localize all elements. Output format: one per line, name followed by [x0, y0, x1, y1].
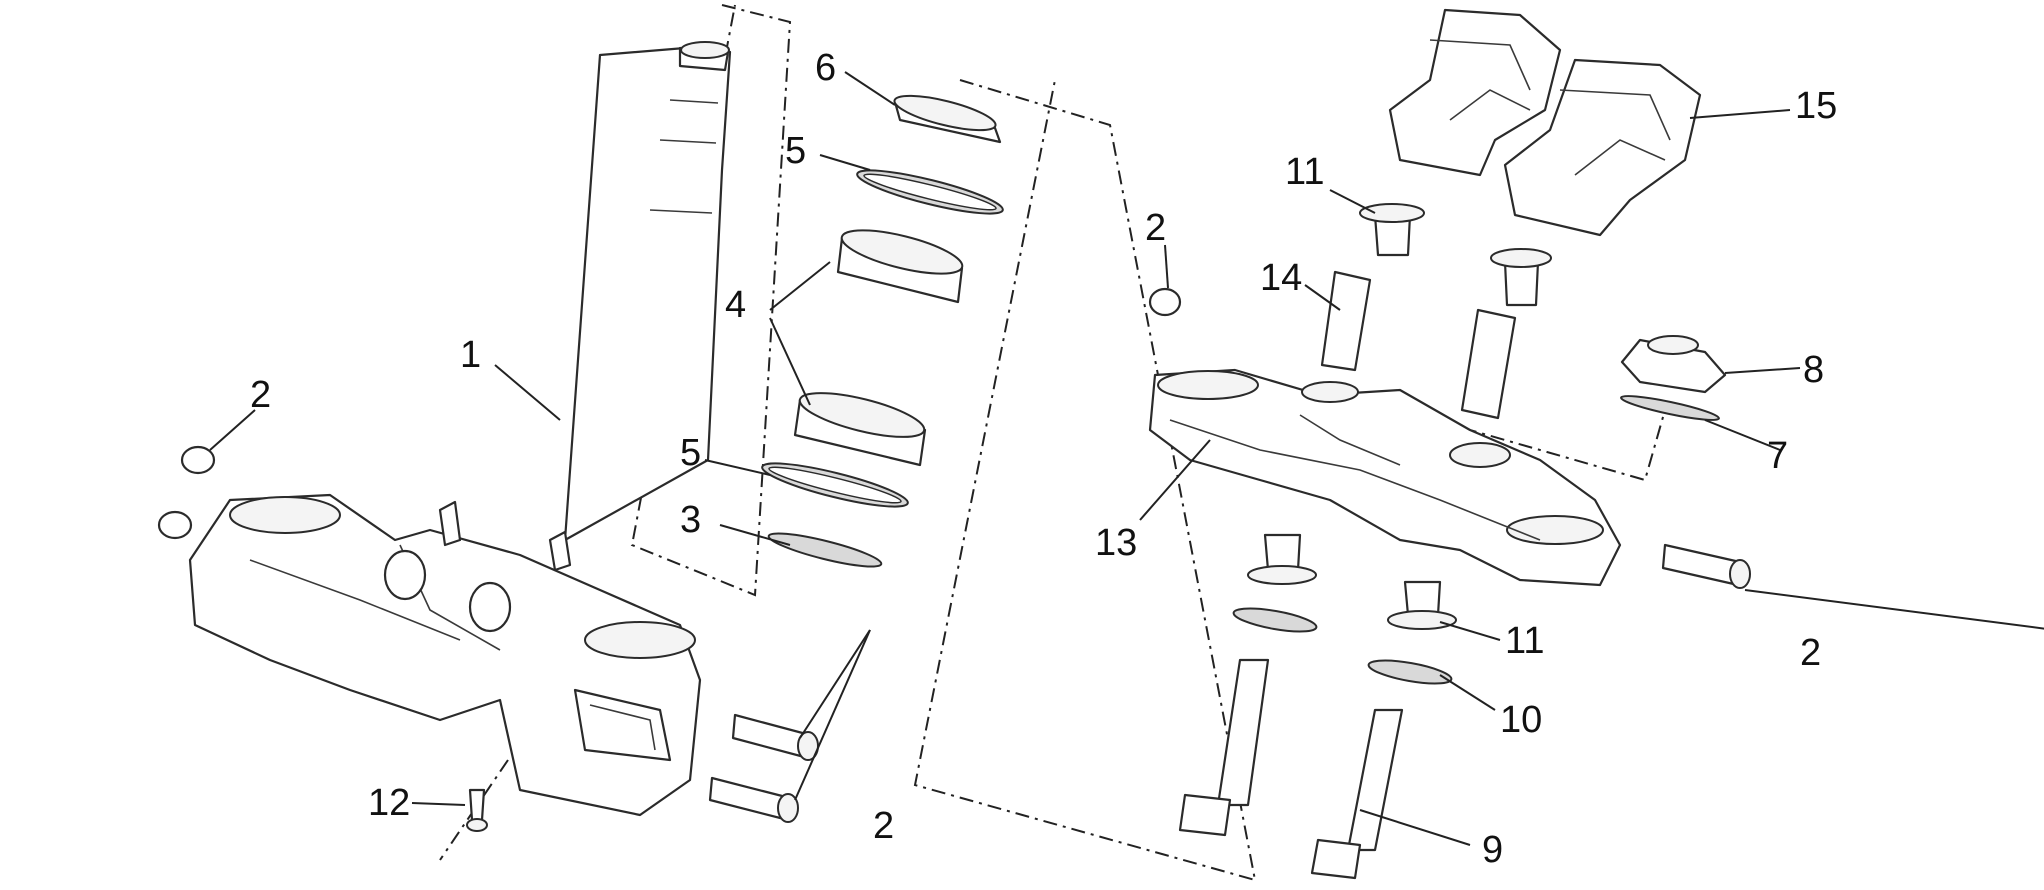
callout-1: 1	[460, 334, 481, 376]
callout-7: 7	[1767, 435, 1788, 477]
callout-4: 4	[725, 284, 746, 326]
bearing-stack	[761, 94, 1004, 568]
guide-line-lower	[913, 79, 1257, 882]
callout-9: 9	[1482, 829, 1503, 871]
bushings	[1247, 203, 1552, 630]
upper-triple-clamp	[1148, 368, 1622, 587]
callout-3: 3	[680, 499, 701, 541]
washers-and-nut	[1232, 335, 1727, 685]
clamp-bolts	[466, 713, 819, 832]
side-bolt	[1661, 543, 1742, 587]
callout-12: 12	[368, 782, 410, 824]
callout-2-side: 2	[1800, 632, 1821, 674]
long-bolts	[1178, 543, 1751, 880]
steering-stem	[563, 41, 732, 542]
callout-2-cap: 2	[1145, 207, 1166, 249]
callout-14: 14	[1260, 257, 1302, 299]
callout-6: 6	[815, 47, 836, 89]
callout-10: 10	[1500, 699, 1542, 741]
callout-8: 8	[1803, 349, 1824, 391]
stem-nut	[1620, 338, 1727, 394]
callout-5-lower: 5	[680, 432, 701, 474]
callout-11-upper: 11	[1285, 151, 1324, 193]
callout-13: 13	[1095, 522, 1137, 564]
left-caps	[157, 287, 1182, 540]
spacer-left	[1320, 270, 1372, 372]
dust-seal	[767, 532, 883, 568]
callout-2-left: 2	[250, 374, 271, 416]
callout-11-lower: 11	[1505, 620, 1544, 662]
small-screw	[468, 788, 486, 822]
callout-labels: 1 2 2 2 2 3 4 5 5 6 7 8 9 10 11 11 12 13…	[250, 47, 1837, 871]
callout-5-upper: 5	[785, 130, 806, 172]
handlebar-risers	[1388, 8, 1702, 237]
stem-washer	[1620, 395, 1720, 421]
callout-15: 15	[1795, 85, 1837, 127]
lower-triple-clamp	[188, 493, 702, 817]
leader-lines	[209, 71, 2044, 846]
guide-line-nut	[1434, 409, 1666, 482]
callout-2-bolts: 2	[873, 805, 894, 847]
spacer-right	[1460, 308, 1517, 420]
